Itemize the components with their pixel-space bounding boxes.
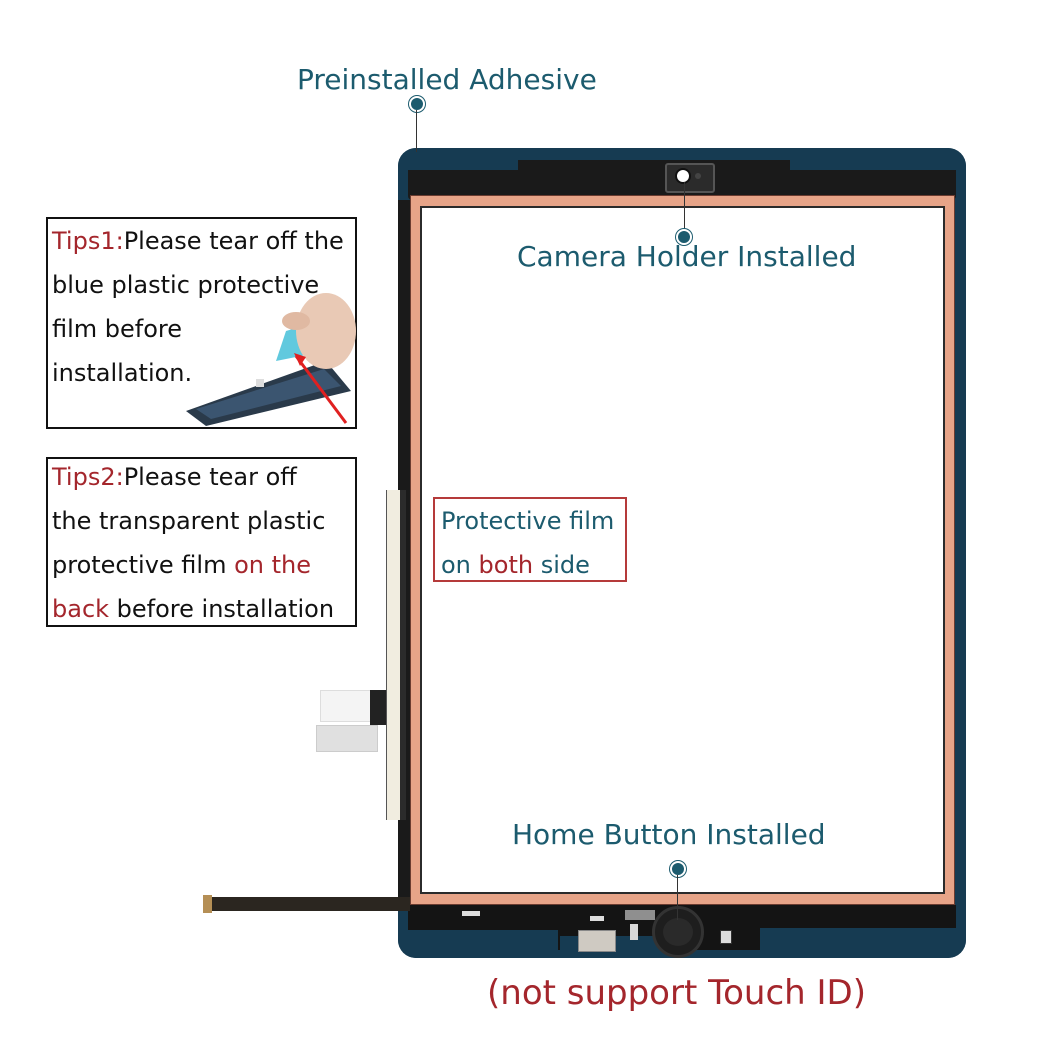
tips2-highlight: back [52,595,110,623]
callout-dot-icon [678,231,690,243]
label-camera-holder: Camera Holder Installed [517,240,857,273]
bottom-frame-left [398,930,558,958]
tips2-box: Tips2:Please tear off the transparent pl… [46,457,357,627]
protective-film-line: Protective film [441,507,615,535]
chip-icon [720,930,732,944]
tips2-line: before installation [109,595,335,623]
connector-small-icon [630,924,638,940]
flex-cable-connector [203,895,212,913]
protective-film-text: Protective film on both side [435,499,625,587]
peeling-film-illustration [176,291,356,426]
flex-component [462,911,480,916]
tips2-line: protective film [52,551,235,579]
tips1-box: Tips1:Please tear off the blue plastic p… [46,217,357,429]
connector-icon [578,930,616,952]
tips2-line: the transparent plastic [52,507,326,535]
left-flex-tab [316,725,378,752]
tips1-text: Tips1:Please tear off the blue plastic p… [52,219,344,395]
callout-line [677,875,678,920]
tips1-line: installation. [52,359,193,387]
tips2-line: Please tear off [123,463,297,491]
home-button-flex [625,910,655,920]
callout-line [416,110,417,152]
protective-film-highlight: both [478,551,534,579]
tips1-line: film before [52,315,183,343]
bottom-flex-cable [210,897,410,911]
tips2-text: Tips2:Please tear off the transparent pl… [52,455,334,631]
camera-lens-icon [677,170,689,182]
top-bezel-corner-left [398,148,518,170]
right-edge [955,200,966,900]
left-flex-edge [400,490,406,820]
tips1-line: Please tear off the [123,227,344,255]
protective-film-line: on [441,551,479,579]
flex-component [590,916,604,921]
callout-line [684,182,685,230]
label-home-button: Home Button Installed [512,818,826,851]
left-flex-tab [320,690,377,722]
protective-film-box: Protective film on both side [433,497,627,582]
label-preinstalled-adhesive: Preinstalled Adhesive [297,63,597,96]
protective-film-line: side [533,551,590,579]
camera-sensor-icon [695,173,701,179]
touch-id-note: (not support Touch ID) [487,973,866,1013]
camera-holder-icon [665,163,715,193]
bottom-frame-right [760,928,966,958]
tips1-line: blue plastic protective [52,271,320,299]
callout-dot-icon [411,98,423,110]
home-button-inner [663,918,693,946]
left-flex-connector [370,690,386,725]
left-flex-strip [386,490,401,820]
callout-dot-icon [672,863,684,875]
top-bezel-corner-right [790,148,966,170]
tips1-prefix: Tips1: [52,227,124,255]
tips2-prefix: Tips2: [52,463,124,491]
tips2-highlight: on the [234,551,312,579]
